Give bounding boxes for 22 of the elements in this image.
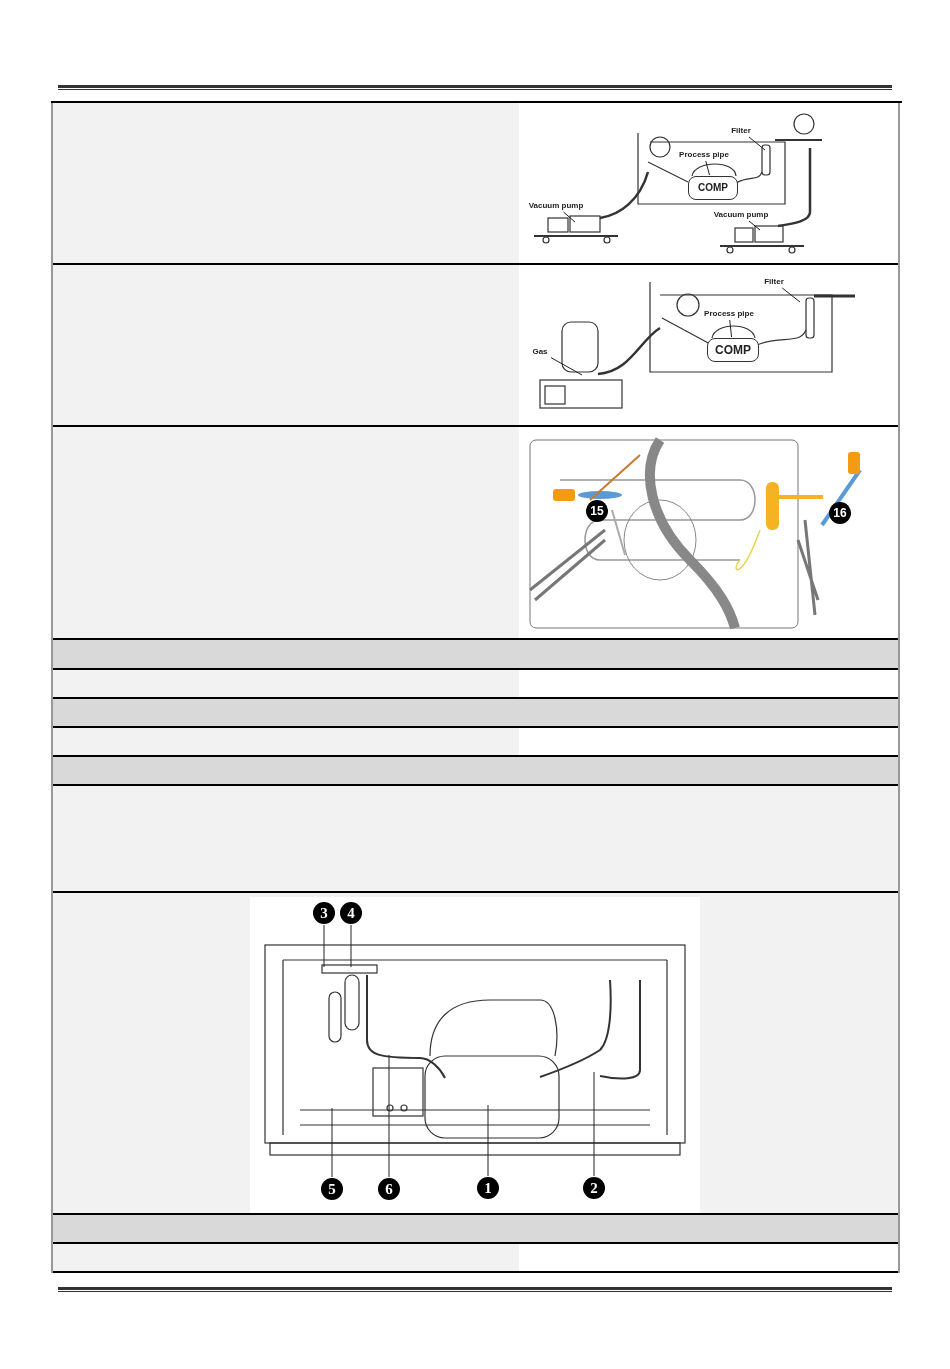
leader-line [350, 924, 352, 968]
part-label: Filter [727, 125, 755, 136]
part-label: Filter [760, 276, 788, 287]
leader-line [729, 319, 733, 338]
leader-line [388, 1054, 390, 1178]
leader-line [331, 1107, 333, 1178]
compressor-body: COMP [688, 176, 738, 200]
part-label: Process pipe [677, 149, 731, 160]
compressor-body: COMP [707, 338, 759, 362]
part-label: Gas [530, 346, 550, 357]
leader-line [781, 287, 801, 303]
part-label: Vacuum pump [711, 209, 771, 220]
leader-line [487, 1104, 489, 1177]
leader-line [705, 160, 710, 176]
leader-line [748, 220, 761, 231]
leader-line [323, 924, 325, 968]
leader-line [748, 136, 766, 151]
part-label: Vacuum pump [526, 200, 586, 211]
leader-line [563, 211, 576, 223]
leader-line [593, 1071, 595, 1177]
part-label: Process pipe [700, 308, 758, 319]
leader-line [550, 357, 583, 376]
